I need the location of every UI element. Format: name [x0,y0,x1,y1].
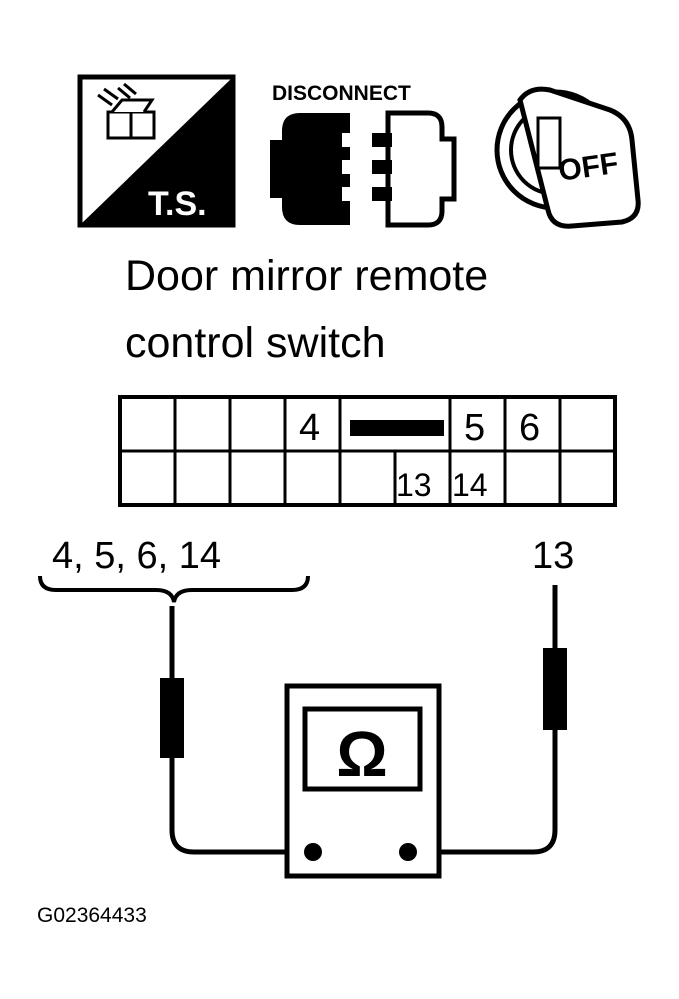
figure-code: G02364433 [37,904,147,927]
pin-5-label: 5 [464,407,485,449]
pin-14-label: 14 [452,467,488,503]
meter-terminal-left [304,843,322,861]
left-test-lead [160,606,313,855]
title-line-2: control switch [125,319,385,367]
disconnect-icon: DISCONNECT [270,82,457,228]
connector-face [118,395,617,507]
grouping-brace [38,575,310,603]
pin-13-label: 13 [396,467,432,503]
right-probe-label: 13 [532,535,574,577]
troubleshooting-icon: T.S. [77,74,236,228]
right-test-lead [408,585,567,855]
title-line-1: Door mirror remote [125,252,488,300]
ohmmeter: Ω [284,683,442,879]
pin-4-label: 4 [299,407,320,449]
ignition-off-icon: OFF [494,86,641,229]
connector-lock-tab [350,420,444,436]
left-probe-label: 4, 5, 6, 14 [52,535,221,577]
ts-label: T.S. [148,185,207,223]
meter-terminal-right [399,843,417,861]
pin-6-label: 6 [519,407,540,449]
disconnect-label: DISCONNECT [272,82,411,105]
ohm-symbol: Ω [336,718,387,790]
